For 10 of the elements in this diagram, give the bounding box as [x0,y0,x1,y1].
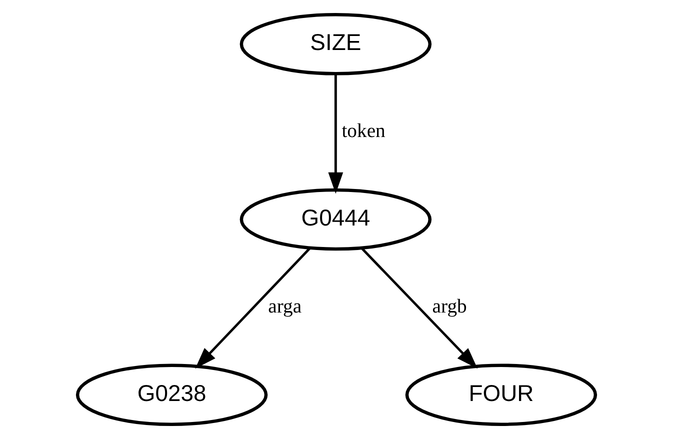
node-ellipse: G0238 [76,364,268,426]
edge-label: arga [268,295,302,318]
arrow [360,247,478,369]
arrow [328,74,344,194]
arrow [195,247,311,369]
edge-label: token [342,120,386,142]
node-ellipse: G0444 [240,188,432,251]
edge-label: argb [432,295,467,318]
node-ellipse: SIZE [240,13,432,76]
node-ellipse: FOUR [405,364,598,426]
